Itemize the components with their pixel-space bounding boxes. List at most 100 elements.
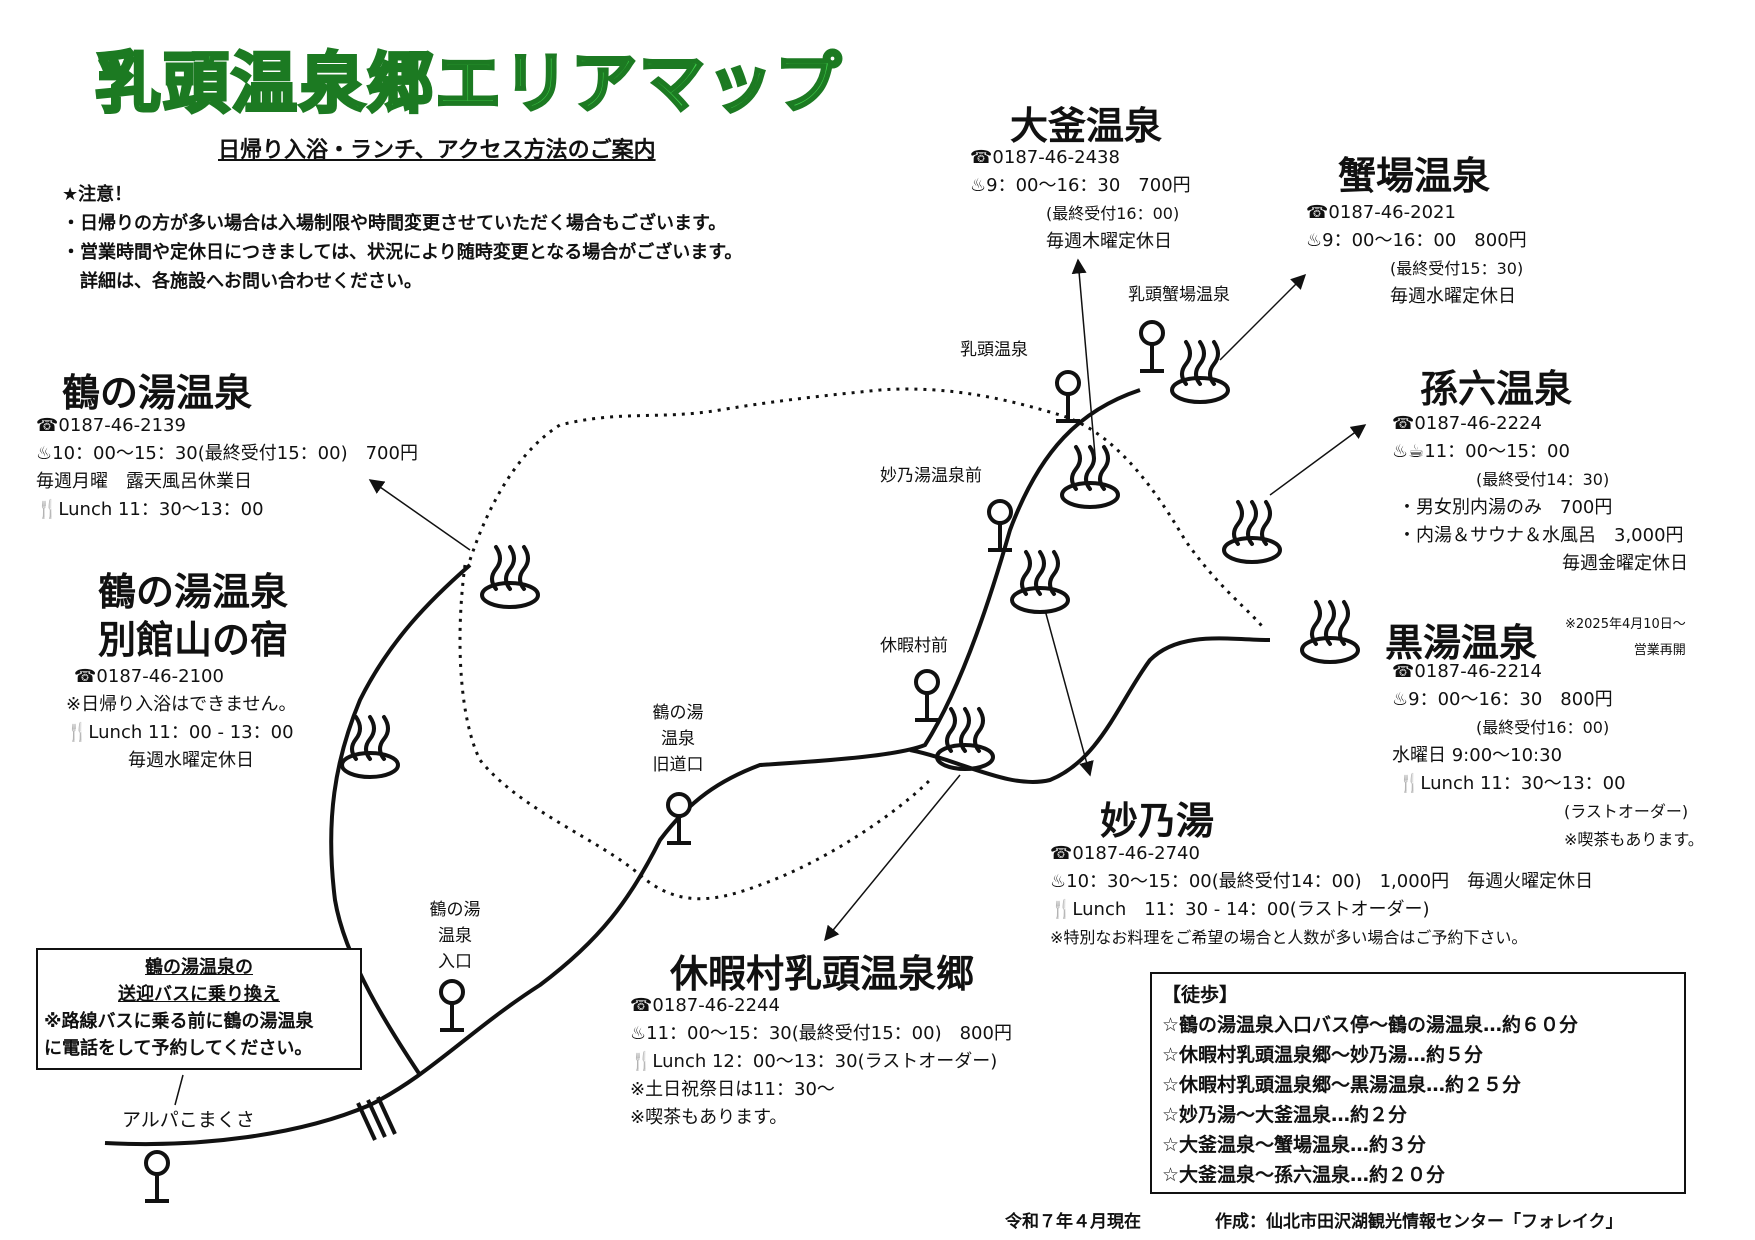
bus-stop-kyudo [665,792,693,845]
stop-label-line: 旧道口 [652,755,704,775]
walking-route: ☆休暇村乳頭温泉郷～黒湯温泉…約２５分 [1162,1074,1522,1096]
rail-crossing [356,1096,397,1141]
page-subtitle: 日帰り入浴・ランチ、アクセス方法のご案内 [218,138,656,163]
walking-route: ☆大釜温泉～蟹場温泉…約３分 [1162,1134,1427,1156]
bus-stop-nyuto [1054,370,1082,423]
notice-block: ★注意！ ・日帰りの方が多い場合は入場制限や時間変更させていただく場合もございま… [62,180,742,296]
kuroyu-reopen-note: ※2025年4月10日～ 営業再開 [1565,612,1686,664]
trail-tsurunoyu [458,564,932,901]
closed-day: 毎週水曜定休日 [128,750,254,771]
closed-day: 毎週月曜 露天風呂休業日 [36,471,252,492]
onsen-name-taenoyu: 妙乃湯 [1100,799,1215,843]
walking-box: 【徒歩】 ☆鶴の湯温泉入口バス停～鶴の湯温泉…約６０分 ☆休暇村乳頭温泉郷～妙乃… [1150,972,1686,1194]
onsen-info-kuroyu: ☎0187-46-2214 ♨9：00～16：30 800円 (最終受付16：0… [1392,658,1704,854]
cafe-note: ※喫茶もあります。 [630,1107,788,1128]
spa-icon-kuroyu [1300,600,1360,664]
road-tsurunoyu [329,563,472,1077]
stop-label-line: 温泉 [438,926,472,946]
onsen-name-line: 鶴の湯温泉 [98,570,289,614]
onsen-name-line: 別館山の宿 [98,618,289,662]
onsen-info-tsurunoyu: ☎0187-46-2139 ♨10：00～15：30(最終受付15：00) 70… [36,412,418,524]
tel: ☎0187-46-2214 [1392,661,1542,682]
reception: (最終受付16：00) [1046,204,1180,223]
closed-day: 毎週木曜定休日 [1046,231,1172,252]
stop-label-line: 鶴の湯 [429,900,481,920]
tel: ☎0187-46-2224 [1392,413,1542,434]
stop-label-alpa: アルパこまくさ [122,1109,255,1131]
bus-stop-alpa [143,1150,171,1203]
stop-label-kyudo: 鶴の湯 温泉 旧道口 [633,700,723,778]
stop-label-line: 温泉 [661,729,695,749]
onsen-name-tsurunoyu: 鶴の湯温泉 [62,371,253,415]
road-kuroyu [909,636,1271,784]
shuttle-box: 鶴の湯温泉の 送迎バスに乗り換え ※路線バスに乗る前に鶴の湯温泉 に電話をして予… [36,948,362,1070]
tel: ☎0187-46-2021 [1306,202,1456,223]
bus-stop-kyukamura-mae [913,669,941,722]
onsen-name-magoroku: 孫六温泉 [1420,367,1573,411]
cafe-note: ※喫茶もあります。 [1564,830,1704,849]
closed-day: 毎週水曜定休日 [1390,286,1516,307]
tel: ☎0187-46-2139 [36,415,186,436]
onsen-name-bekkan: 鶴の湯温泉 別館山の宿 [98,568,288,664]
onsen-name-ganiba: 蟹場温泉 [1338,154,1491,198]
tel: ☎0187-46-2244 [630,995,780,1016]
footer-author: 作成：仙北市田沢湖観光情報センター「フォレイク」 [1215,1212,1623,1232]
notice-line: ・営業時間や定休日につきましては、状況により随時変更となる場合がございます。 [62,242,743,263]
lunch: 🍴Lunch 11：00 - 13：00 [66,722,294,743]
notice-heading: ★注意！ [62,184,133,205]
onsen-info-taenoyu: ☎0187-46-2740 ♨10：30～15：00(最終受付14：00) 1,… [1050,840,1593,952]
shuttle-line: ※路線バスに乗る前に鶴の湯温泉 [44,1011,314,1032]
footer-date: 令和７年４月現在 [1005,1212,1141,1232]
hours: ♨10：00～15：30(最終受付15：00) 700円 [36,443,418,464]
shuttle-line: 送迎バスに乗り換え [118,984,280,1005]
wednesday-hours: 水曜日 9:00～10:30 [1392,745,1563,766]
tel: ☎0187-46-2438 [970,147,1120,168]
hours: ♨9：00～16：00 800円 [1306,230,1527,251]
reception: (最終受付14：30) [1476,470,1610,489]
onsen-info-ogama: ☎0187-46-2438 ♨9：00～16：30 700円 (最終受付16：0… [970,144,1191,256]
note: ※日帰り入浴はできません。 [66,694,297,715]
weekend-note: ※土日祝祭日は11：30～ [630,1079,835,1100]
walking-route: ☆妙乃湯～大釜温泉…約２分 [1162,1104,1408,1126]
walking-route: ☆休暇村乳頭温泉郷～妙乃湯…約５分 [1162,1044,1484,1066]
stop-label-kyukamura-mae: 休暇村前 [880,636,948,656]
onsen-info-magoroku: ☎0187-46-2224 ♨☕11：00～15：00 (最終受付14：30) … [1392,410,1688,578]
shuttle-line: 鶴の湯温泉の [145,957,253,978]
bus-stop-iriguchi [438,979,466,1032]
tel: ☎0187-46-2100 [74,666,224,687]
lunch: 🍴Lunch 11：30 - 14：00(ラストオーダー) [1050,899,1430,920]
spa-icon-taenoyu [1010,550,1070,614]
reopen-line: ※2025年4月10日～ [1565,617,1686,632]
hours: ♨10：30～15：00(最終受付14：00) 1,000円 毎週火曜定休日 [1050,871,1594,892]
walking-route: ☆大釜温泉～孫六温泉…約２０分 [1162,1164,1446,1186]
stop-label-iriguchi: 鶴の湯 温泉 入口 [410,897,500,975]
spa-icon-ganiba [1170,340,1230,404]
page-title: 乳頭温泉郷エリアマップ [94,44,843,124]
walking-route: ☆鶴の湯温泉入口バス停～鶴の湯温泉…約６０分 [1162,1014,1579,1036]
hours: ♨11：00～15：30(最終受付15：00) 800円 [630,1023,1012,1044]
option: ・内湯＆サウナ＆水風呂 3,000円 [1398,525,1684,546]
shuttle-line: に電話をして予約してください。 [44,1038,313,1059]
onsen-info-ganiba: ☎0187-46-2021 ♨9：00～16：00 800円 (最終受付15：3… [1306,199,1527,311]
lunch: 🍴Lunch 11：30～13：00 [1398,773,1626,794]
bus-stop-ganiba [1138,320,1166,373]
notice-line: ・日帰りの方が多い場合は入場制限や時間変更させていただく場合もございます。 [62,213,727,234]
stop-label-ganiba: 乳頭蟹場温泉 [1128,285,1230,305]
lunch: 🍴Lunch 12：00～13：30(ラストオーダー) [630,1051,998,1072]
stop-label-line: 入口 [438,952,472,972]
onsen-name-kuroyu: 黒湯温泉 [1385,621,1538,665]
hours: ♨9：00～16：30 700円 [970,175,1191,196]
closed-day: 毎週金曜定休日 [1562,553,1688,574]
walking-heading: 【徒歩】 [1162,984,1239,1006]
option: ・男女別内湯のみ 700円 [1398,497,1613,518]
spa-icon-ogama [1060,445,1120,509]
onsen-info-bekkan: ☎0187-46-2100 ※日帰り入浴はできません。 🍴Lunch 11：00… [66,663,297,775]
hours: ♨9：00～16：30 800円 [1392,689,1613,710]
spa-icon-tsurunoyu [480,545,540,609]
note: ※特別なお料理をご希望の場合と人数が多い場合はご予約下さい。 [1050,928,1528,947]
stop-label-nyuto: 乳頭温泉 [960,340,1028,360]
reopen-line: 営業再開 [1633,643,1686,658]
onsen-name-kyukamura: 休暇村乳頭温泉郷 [670,952,975,996]
onsen-info-kyukamura: ☎0187-46-2244 ♨11：00～15：30(最終受付15：00) 80… [630,992,1012,1132]
